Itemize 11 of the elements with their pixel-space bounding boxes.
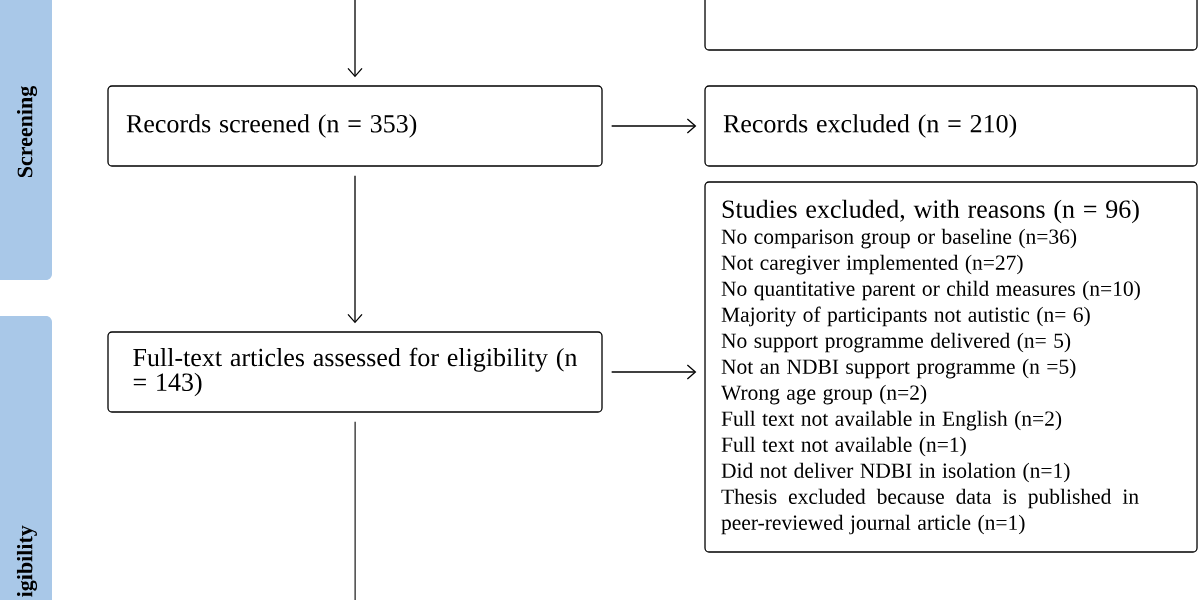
arrow [347, 175, 363, 324]
process-box: Records excluded (n = 210) [704, 85, 1198, 167]
process-box: Records screened (n = 353) [107, 85, 603, 167]
arrow [347, 0, 363, 78]
arrow [611, 364, 697, 380]
arrow [611, 118, 697, 134]
empty-box [704, 0, 1198, 51]
process-box: Full-text articles assessed for eligibility (n = 143) [107, 331, 603, 413]
stage-band: Screening [0, 0, 52, 280]
stage-band: igibility [0, 316, 52, 600]
exclusion-box: Studies excluded, with reasons (n = 96) No comparison group or baseline (n=36) Not caregiver implemented (n=27) No quantitative parent or child measures (n=10) Majority of participants not autistic (n= 6) No support programme delivered (n= 5) Not an NDBI support programme (n =5) Wrong age group (n=2) Full text not available in English (n=2) Full text not available (n=1) Did not deliver NDBI in isolation (n=1) Thesis excluded because data is published in peer-reviewed journal article (n=1) [704, 181, 1198, 553]
